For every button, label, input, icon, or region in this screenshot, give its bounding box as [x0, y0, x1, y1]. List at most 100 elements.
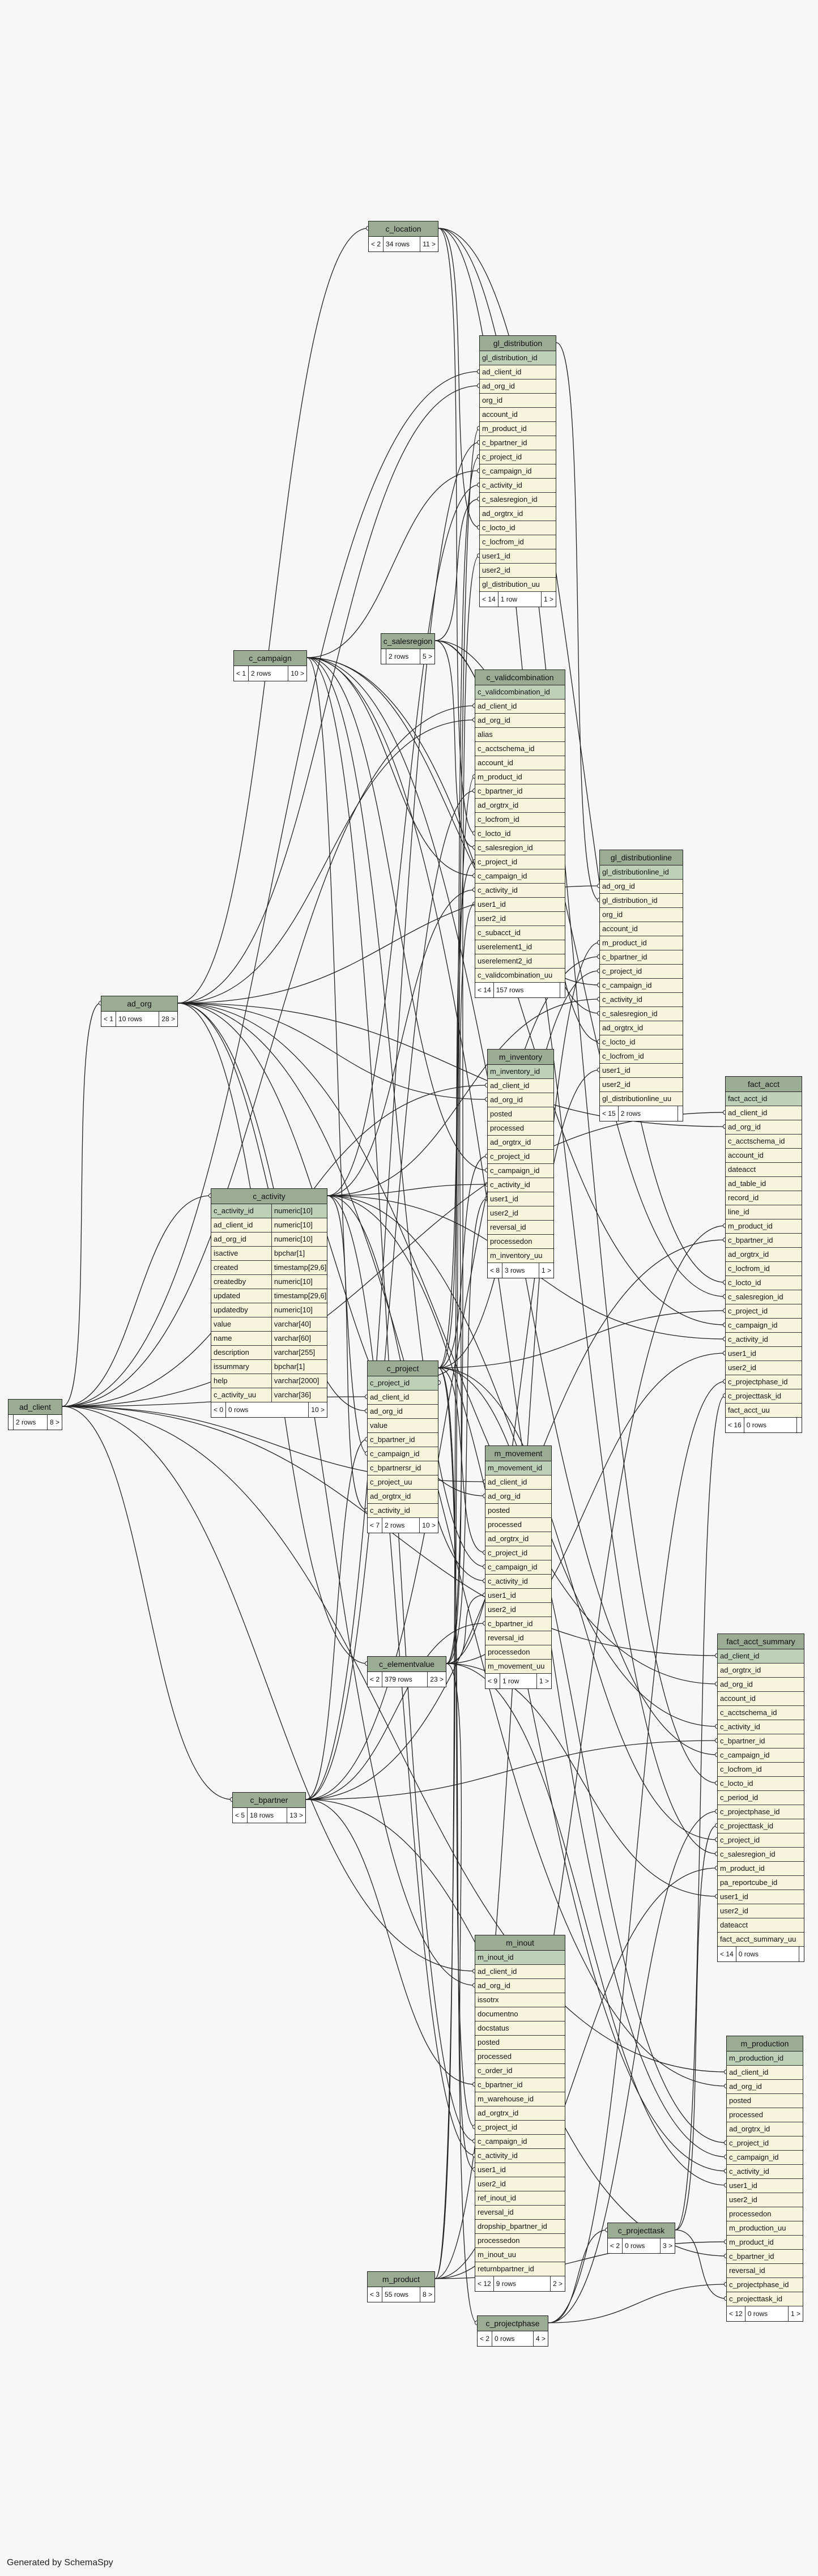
table-name: c_project [368, 1361, 438, 1376]
column-row: user2_id [718, 1904, 804, 1918]
row-count: 0 rows [492, 2331, 534, 2346]
column-row: user2_id [475, 2177, 565, 2191]
column-row: user2_id [488, 1206, 553, 1221]
column-row: c_projectphase_id [718, 1805, 804, 1819]
parent-count: < 12 [475, 2276, 494, 2291]
row-count: 2 rows [14, 1415, 48, 1430]
row-count: 2 rows [382, 1518, 420, 1533]
child-count: 1 > [543, 595, 553, 603]
parent-count: < 2 [368, 1672, 383, 1687]
column-row: ad_orgtrx_id [600, 1021, 683, 1035]
row-count: 18 rows [248, 1808, 288, 1823]
column-row: c_locto_id [600, 1035, 683, 1050]
column-row: c_bpartner_id [475, 2078, 565, 2092]
column-row: user1_id [718, 1890, 804, 1904]
child-count: 10 > [291, 669, 304, 677]
parent-count: < 15 [600, 1106, 619, 1121]
column-row: c_bpartner_id [480, 436, 556, 450]
column-row: ad_table_id [726, 1177, 802, 1191]
column-row: ad_orgtrx_id [485, 1532, 551, 1546]
relationship-line [327, 1184, 488, 1196]
column-row: user1_id [600, 1064, 683, 1078]
column-row: user1_id [485, 1589, 551, 1603]
column-row: c_projecttask_id [718, 1819, 804, 1833]
parent-count: < 14 [475, 983, 494, 997]
relationship-line [438, 228, 718, 1784]
column-row: c_locfrom_id [475, 813, 565, 827]
row-count: 379 rows [382, 1672, 428, 1687]
relationship-line [438, 1155, 488, 1368]
column-row: ad_org_id [488, 1093, 553, 1107]
child-count: 3 > [662, 2242, 672, 2250]
column-row: m_inventory_id [488, 1065, 553, 1079]
column-name: help [211, 1374, 272, 1388]
column-row: m_product_id [718, 1862, 804, 1876]
column-row: alias [475, 728, 565, 742]
parent-count: < 1 [101, 1012, 117, 1026]
relationship-line [438, 861, 475, 1368]
column-row: fact_acct_summary_uu [718, 1933, 804, 1947]
child-count: 1 > [541, 1266, 551, 1274]
column-row: record_id [726, 1191, 802, 1205]
table-name: c_location [369, 221, 438, 237]
column-row: m_warehouse_id [475, 2092, 565, 2106]
column-row: c_locto_id [480, 521, 556, 535]
relationship-line [548, 2229, 608, 2323]
column-row: account_id [726, 1149, 802, 1163]
parent-count: < 12 [727, 2306, 745, 2321]
column-row: gl_distributionline_id [600, 865, 683, 880]
column-row: m_movement_uu [485, 1660, 551, 1674]
relationship-line [62, 1406, 475, 1972]
relationship-line [438, 456, 480, 1368]
relationship-line [305, 956, 600, 1800]
column-row: ad_org_id [475, 714, 565, 728]
column-row: m_inout_uu [475, 2248, 565, 2262]
table-name: ad_org [101, 996, 177, 1012]
row-count: 0 rows [736, 1947, 799, 1961]
column-type: varchar[60] [274, 1334, 311, 1342]
relationship-line [62, 1112, 726, 1407]
relationship-line [62, 1003, 101, 1407]
column-row: c_bpartner_id [726, 1234, 802, 1248]
column-row: fact_acct_id [726, 1092, 802, 1106]
relationship-line [438, 1310, 726, 1368]
column-row: m_product_id [600, 936, 683, 950]
child-count: 8 > [422, 2291, 432, 2298]
column-row: gl_distributionline_uu [600, 1092, 683, 1106]
column-name: issummary [211, 1360, 272, 1374]
column-row: c_activity_id [485, 1575, 551, 1589]
column-row: user1_id [475, 2163, 565, 2177]
column-row: ad_org_id [485, 1490, 551, 1504]
column-type: varchar[36] [274, 1391, 311, 1399]
relationship-line [305, 790, 475, 1800]
